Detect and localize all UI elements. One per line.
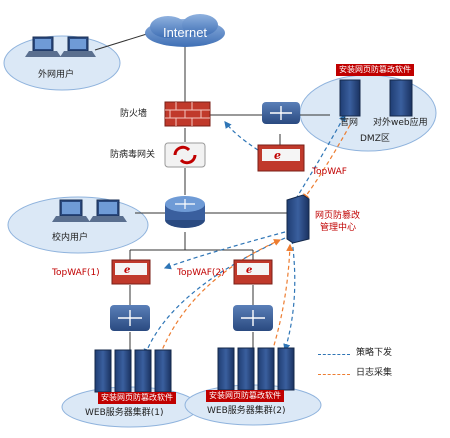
dmz-server-official-label: 官网 xyxy=(340,118,359,128)
policy-flow-cluster1 xyxy=(143,237,286,357)
internet-label: Internet xyxy=(163,25,207,40)
waf-dmz-label: TopWAF xyxy=(312,167,347,177)
cluster1-label: WEB服务器集群(1) xyxy=(85,408,164,418)
waf1-label: TopWAF(1) xyxy=(52,268,100,278)
firewall-icon xyxy=(164,101,211,127)
campus-users-label: 校内用户 xyxy=(52,233,89,243)
antivirus-gateway-label: 防病毒网关 xyxy=(110,150,156,160)
waf1-icon: e xyxy=(111,259,151,285)
firewall-label: 防火墙 xyxy=(120,109,148,119)
legend-policy-line xyxy=(318,354,350,355)
svg-text:e: e xyxy=(274,149,281,162)
network-links xyxy=(94,32,330,352)
internet-cloud-icon xyxy=(145,14,225,47)
cluster1-tamper-tag: 安装网页防篡改软件 xyxy=(98,392,176,404)
cluster2-switch-icon xyxy=(233,305,273,331)
dmz-tamper-tag: 安装网页防篡改软件 xyxy=(336,64,414,76)
svg-text:e: e xyxy=(246,265,252,276)
laptop-icon xyxy=(60,36,96,57)
waf2-icon: e xyxy=(233,259,273,285)
external-users-zone xyxy=(3,35,121,91)
external-users-label: 外网用户 xyxy=(38,70,75,80)
mgmt-center-label-line2: 管理中心 xyxy=(320,223,357,233)
log-flow-dmz xyxy=(302,124,351,201)
data-flows xyxy=(143,113,351,357)
dmz-server-web-label: 对外web应用 xyxy=(373,118,428,128)
policy-flow-cluster2 xyxy=(283,239,296,352)
log-flow-cluster2 xyxy=(271,243,294,353)
cluster1-switch-icon xyxy=(110,305,150,331)
laptop-icon xyxy=(25,36,61,57)
laptop-icon xyxy=(89,199,127,222)
cluster2-tamper-tag: 安装网页防篡改软件 xyxy=(206,390,284,402)
antivirus-gateway-icon xyxy=(164,142,206,168)
laptop-icon xyxy=(52,199,90,222)
legend-log-line xyxy=(318,374,350,375)
cluster2-servers-icon xyxy=(217,347,295,391)
dmz-label: DMZ区 xyxy=(360,134,390,144)
core-router-icon xyxy=(165,196,205,228)
waf-dmz-icon: e xyxy=(257,144,305,172)
policy-flow-dmz-waf xyxy=(224,121,259,151)
policy-flow-dmz xyxy=(291,113,346,206)
dmz-server-web-icon xyxy=(389,79,413,117)
cluster2-label: WEB服务器集群(2) xyxy=(207,406,286,416)
waf2-label: TopWAF(2) xyxy=(177,268,225,278)
mgmt-center-label-line1: 网页防篡改 xyxy=(315,211,361,221)
legend-log-label: 日志采集 xyxy=(356,368,393,378)
mgmt-center-server-icon xyxy=(286,194,310,244)
log-flow-cluster1 xyxy=(159,239,282,356)
legend-policy-label: 策略下发 xyxy=(356,348,393,358)
svg-text:e: e xyxy=(124,265,130,276)
cluster1-servers-icon xyxy=(94,349,172,393)
dmz-switch-icon xyxy=(262,102,300,124)
dmz-server-official-icon xyxy=(339,79,361,117)
